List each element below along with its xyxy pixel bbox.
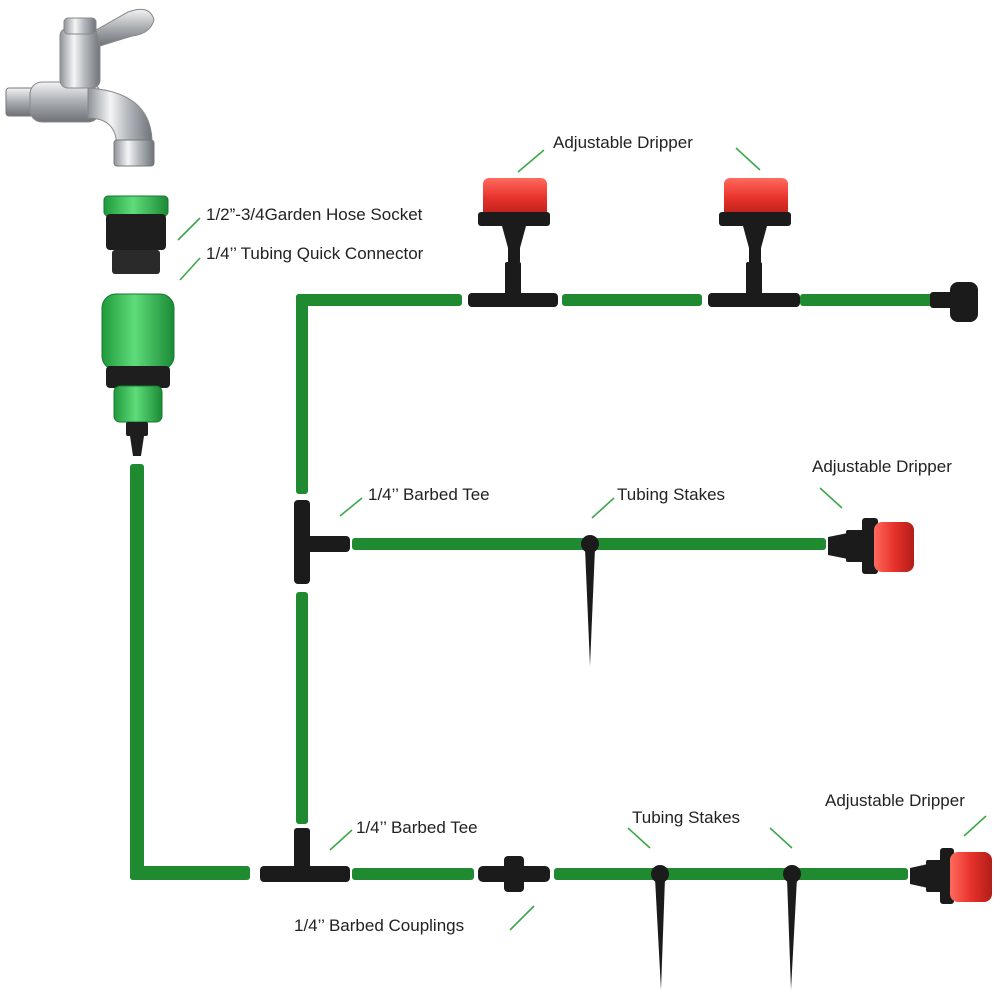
tubing-stake-bottom-1 (651, 865, 669, 990)
adjustable-dripper-top-1 (478, 178, 550, 262)
label-adjustable-dripper-bottom: Adjustable Dripper (825, 791, 965, 810)
barbed-coupling (478, 856, 550, 892)
label-adjustable-dripper-middle: Adjustable Dripper (812, 457, 952, 476)
label-quick-connector: 1/4’’ Tubing Quick Connector (206, 244, 424, 263)
adjustable-dripper-bottom (910, 848, 992, 904)
tubing-stake-bottom-2 (783, 865, 801, 990)
barbed-tee-top-1 (468, 262, 558, 307)
label-barbed-tee-middle: 1/4’’ Barbed Tee (368, 485, 490, 504)
barbed-tee-middle (294, 500, 350, 584)
label-adjustable-dripper-top: Adjustable Dripper (553, 133, 693, 152)
leader-lines (177, 147, 987, 931)
tubing-quick-connector (101, 293, 175, 456)
faucet-tap (5, 8, 155, 167)
garden-hose-socket (103, 195, 169, 274)
label-tubing-stakes-middle: Tubing Stakes (617, 485, 726, 504)
label-barbed-couplings: 1/4’’ Barbed Couplings (294, 916, 465, 935)
label-barbed-tee-bottom: 1/4’’ Barbed Tee (356, 818, 478, 837)
adjustable-dripper-middle (828, 518, 914, 574)
barbed-tee-bottom (260, 828, 350, 882)
label-tubing-stakes-bottom: Tubing Stakes (632, 808, 741, 827)
end-plug (930, 282, 978, 322)
tubing-stake-middle (581, 535, 599, 666)
label-hose-socket: 1/2”-3/4Garden Hose Socket (206, 205, 423, 224)
barbed-tee-top-2 (708, 262, 800, 307)
adjustable-dripper-top-2 (719, 178, 791, 262)
tubing-network (130, 294, 934, 880)
